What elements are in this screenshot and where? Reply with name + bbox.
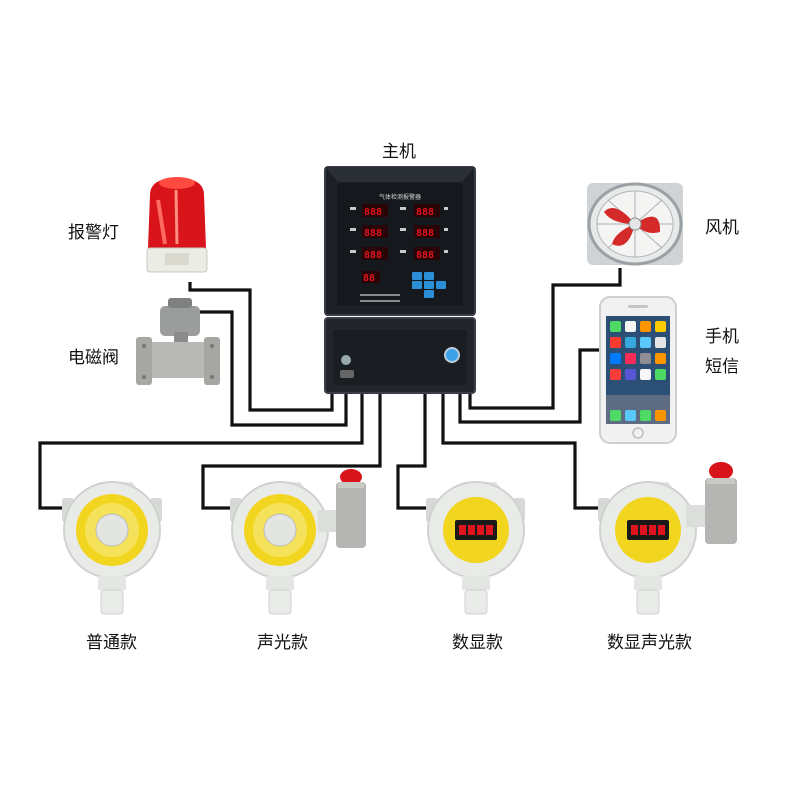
channel-readout-2: 888 xyxy=(416,207,434,218)
wire-detector-digital xyxy=(398,392,428,508)
label-detector-standard: 普通款 xyxy=(86,628,137,653)
gas-detector-icon xyxy=(426,482,525,614)
indicator-lamp-icon xyxy=(445,348,459,362)
label-fan: 风机 xyxy=(705,213,739,238)
key-down xyxy=(424,290,434,298)
label-alarm-light: 报警灯 xyxy=(68,218,119,243)
channel-readout-6: 888 xyxy=(416,250,434,261)
channel-readout-1: 888 xyxy=(364,207,382,218)
key-left xyxy=(412,281,422,289)
label-host: 主机 xyxy=(382,137,416,162)
power-switch-icon xyxy=(341,355,351,365)
key-right xyxy=(436,281,446,289)
label-phone: 手机 xyxy=(705,322,739,347)
key-ok xyxy=(424,281,434,289)
wire-fan xyxy=(470,268,620,408)
gas-detector-icon xyxy=(62,482,162,614)
label-solenoid-valve: 电磁阀 xyxy=(68,343,119,368)
rotating-beacon-icon xyxy=(147,177,207,272)
controller-panel-title: 气体检测报警器 xyxy=(379,193,421,201)
axial-fan-icon xyxy=(587,183,683,265)
gas-detector-icon xyxy=(230,469,366,614)
wire-phone xyxy=(460,350,606,422)
label-detector-sound-light: 声光款 xyxy=(257,628,308,653)
key-up xyxy=(424,272,434,280)
host-controller: 气体检测报警器 888 888 888 888 888 888 88 xyxy=(325,167,475,393)
label-detector-digital: 数显款 xyxy=(452,628,503,653)
label-sms: 短信 xyxy=(705,352,739,377)
channel-readout-3: 888 xyxy=(364,228,382,239)
gas-detector-icon xyxy=(598,462,737,614)
key-extra xyxy=(412,272,422,280)
channel-readout-4: 888 xyxy=(416,228,434,239)
label-detector-digital-sound-light: 数显声光款 xyxy=(607,628,692,653)
channel-readout-5: 888 xyxy=(364,250,382,261)
channel-readout-7: 88 xyxy=(363,273,375,284)
smartphone-icon xyxy=(600,297,676,443)
